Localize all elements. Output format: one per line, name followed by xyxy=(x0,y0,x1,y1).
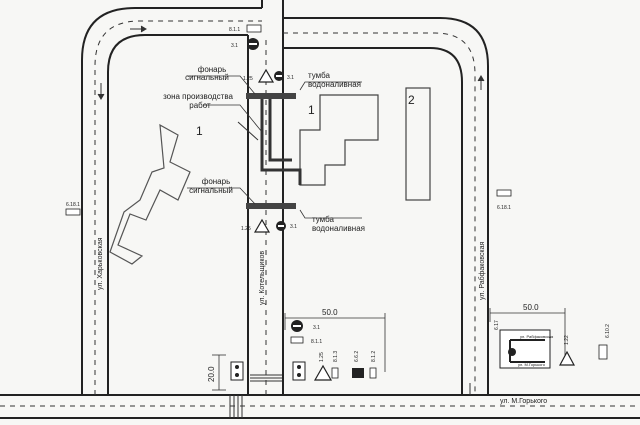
work-zone-label-2: работ xyxy=(189,101,211,110)
road-works-sign-icon xyxy=(257,68,275,83)
work-zone xyxy=(237,93,302,209)
parking-sign-icon xyxy=(352,368,364,378)
direction-arrows xyxy=(97,25,485,395)
dimension-50-left: 50.0 xyxy=(322,308,338,317)
detour-signs: 6.18.1 6.18.1 xyxy=(65,189,512,216)
sign-812-code: 8.1.2 xyxy=(371,351,377,362)
inset-map: ул. Рабфаковская ул. М.Горького 6.17 1.2… xyxy=(494,320,611,369)
cabinet-mid-label-2: водоналивная xyxy=(312,224,365,233)
barrier-top xyxy=(246,93,296,99)
crosswalks xyxy=(229,374,282,418)
leaders xyxy=(187,75,362,219)
inset-street: ул. Рабфаковская xyxy=(520,334,553,339)
sign-6181-left-code: 6.18.1 xyxy=(66,202,80,208)
dimension-lines xyxy=(212,308,566,391)
sign-662-code: 6.6.2 xyxy=(354,351,360,362)
road-west-outer xyxy=(81,7,262,395)
centre-lines xyxy=(0,20,640,407)
sign-31-a-code: 3.1 xyxy=(287,75,294,81)
plate-sign-icon xyxy=(369,367,377,379)
sign-31-b-code: 3.1 xyxy=(290,224,297,230)
arrow-icon xyxy=(97,83,105,100)
traffic-light-icon xyxy=(292,361,306,381)
street-gorkogo: ул. М.Горького xyxy=(500,398,547,405)
street-kotelshchikov: ул. Котельщиков xyxy=(259,251,266,305)
sign-813-code: 8.1.3 xyxy=(333,351,339,362)
road-works-sign-icon xyxy=(313,364,333,381)
curve-warning-sign-icon xyxy=(558,350,576,366)
road-west-inner xyxy=(107,34,248,395)
no-entry-sign-icon xyxy=(508,348,516,356)
street-kharkovskaya: ул. Харьковская xyxy=(97,237,104,290)
dimension-20: 20.0 xyxy=(207,366,216,382)
sign-6181-right-code: 6.18.1 xyxy=(497,205,511,211)
sign-31-c-code: 3.1 xyxy=(313,325,320,331)
plate-sign-icon xyxy=(290,336,304,344)
road-works-sign-icon xyxy=(253,218,271,233)
sign-122-code: 1.22 xyxy=(564,335,570,345)
road-east-inner xyxy=(283,47,463,395)
arrow-icon xyxy=(477,75,485,90)
road-east-outer xyxy=(283,17,489,395)
street-rabfakovskaya: ул. Рабфаковская xyxy=(478,241,486,300)
barrier-mid xyxy=(246,203,296,209)
traffic-lights xyxy=(230,361,306,381)
work-zone-label: зона производства xyxy=(163,92,233,101)
sign-811-top-code: 8.1.1 xyxy=(229,27,240,33)
signs-top: 8.1.1 3.1 1.25 3.1 1.25 3.1 xyxy=(229,24,297,233)
building-1-left-label: 1 xyxy=(196,124,203,138)
intersection-signs: 3.1 8.1.1 1.25 8.1.3 6.6.2 8.1.2 xyxy=(290,320,377,381)
lantern-top-label: фонарь xyxy=(198,65,227,74)
lantern-top-label-2: сигнальный xyxy=(185,73,229,82)
cabinet-top-label: тумба xyxy=(308,71,330,80)
cabinet-mid-label: тумба xyxy=(312,215,334,224)
sign-125-b-code: 1.25 xyxy=(241,226,251,232)
plate-sign-icon xyxy=(246,24,262,33)
traffic-light-icon xyxy=(230,361,244,381)
building-2 xyxy=(405,87,431,201)
sign-125-c-code: 1.25 xyxy=(319,352,325,362)
sign-31-top-code: 3.1 xyxy=(231,43,238,49)
sign-6102-code: 6.10.2 xyxy=(605,324,611,338)
detour-sign-right-icon xyxy=(496,189,512,197)
sign-125-a-code: 1.25 xyxy=(243,76,253,82)
building-1-left xyxy=(109,123,191,265)
lantern-mid-label-2: сигнальный xyxy=(189,186,233,195)
building-1-right xyxy=(299,94,379,186)
cabinet-top-label-2: водоналивная xyxy=(308,80,361,89)
plate-sign-icon xyxy=(331,367,339,379)
arrow-icon xyxy=(130,25,147,33)
detour-sign-left-icon xyxy=(65,208,81,216)
lantern-mid-label: фонарь xyxy=(202,177,231,186)
direction-sign-icon xyxy=(598,344,608,360)
inset-street-bottom: ул. М.Горького xyxy=(518,362,546,367)
sign-811-c-code: 8.1.1 xyxy=(311,339,322,345)
sign-617-code: 6.17 xyxy=(494,320,500,330)
dimension-50-right: 50.0 xyxy=(523,303,539,312)
building-2-label: 2 xyxy=(408,93,415,107)
work-zone-hatch xyxy=(260,99,302,185)
building-1-right-label: 1 xyxy=(308,103,315,117)
